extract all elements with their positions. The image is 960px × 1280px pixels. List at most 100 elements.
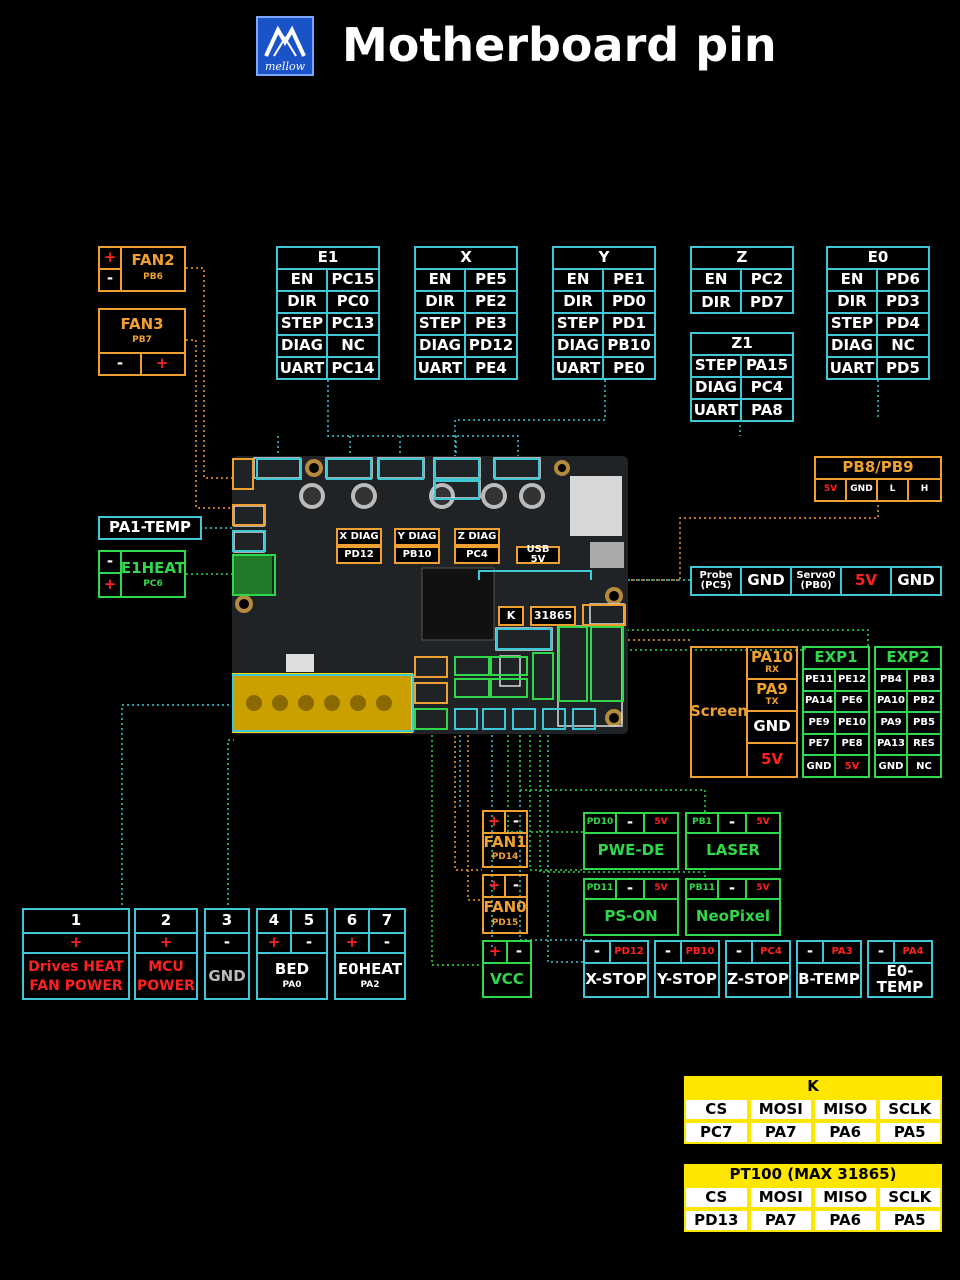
pson-5v: 5V: [645, 880, 677, 900]
pt_table-head: MOSI: [748, 1186, 813, 1209]
driver-pin-value: PD6: [878, 270, 928, 292]
fan1-label: FAN1: [483, 833, 527, 852]
servo-label: Servo0 (PB0): [792, 568, 842, 594]
k_table-val: PC7: [684, 1121, 749, 1144]
endstop-minus: -: [798, 942, 824, 964]
driver-pin-value: PA15: [742, 356, 792, 378]
servo-pin: (PB0): [800, 580, 832, 591]
driver-pin-name: STEP: [554, 314, 604, 336]
exp2-pin: GND: [876, 756, 908, 778]
endstop-label: Z-STOP: [727, 970, 789, 989]
mellow-logo: mellow: [256, 16, 314, 76]
pt_table-head: CS: [684, 1186, 749, 1209]
max-board-label: 31865: [530, 606, 576, 626]
power-num-6: 6: [336, 910, 370, 934]
power-num-2: 2: [136, 910, 196, 934]
diag-y-label: Y DIAG: [394, 528, 440, 546]
pson-label: PS-ON: [604, 907, 658, 926]
bed-label: BED: [274, 960, 310, 979]
pwe-label: PWE-DE: [597, 841, 665, 860]
fan0-pin: PD15: [491, 918, 519, 929]
e0heat-label: E0HEAT: [337, 960, 403, 979]
exp2-title: EXP2: [876, 648, 940, 670]
driver-pin-name: EN: [828, 270, 878, 292]
neopixel-pin: PB11: [687, 880, 719, 900]
k_table-val: PA5: [877, 1121, 942, 1144]
power-num-7: 7: [370, 910, 404, 934]
screen-tx: PA9 TX: [748, 680, 796, 712]
power-sign-1: +: [24, 934, 128, 954]
fan3-minus: -: [100, 352, 142, 374]
driver-pin-name: UART: [554, 358, 604, 380]
endstop-label: Y-STOP: [657, 970, 717, 989]
endstop-pin: PC4: [753, 942, 789, 964]
pa1-temp-label: PA1-TEMP: [98, 516, 202, 540]
laser-label: LASER: [706, 841, 760, 860]
screen-box: Screen PA10 RX PA9 TX GND 5V: [690, 646, 798, 778]
probe-gnd: GND: [742, 568, 792, 594]
driver-pin-value: PD4: [878, 314, 928, 336]
driver-pin-name: DIR: [692, 292, 742, 314]
driver-pin-name: EN: [416, 270, 466, 292]
driver-pin-name: EN: [278, 270, 328, 292]
driver-pin-name: DIAG: [828, 336, 878, 358]
driver-pin-value: PC15: [328, 270, 378, 292]
power-sign-6: +: [336, 934, 370, 954]
power-1-box: 1 + Drives HEAT FAN POWER: [22, 908, 130, 1000]
bed-box: 4 5 + - BED PA0: [256, 908, 328, 1000]
driver-pin-name: DIR: [554, 292, 604, 314]
pt_table-head: MISO: [813, 1186, 878, 1209]
exp1-pin: PE6: [836, 692, 868, 713]
usb-5v-label: USB 5V: [516, 544, 560, 565]
pb8pb9-gnd: GND: [847, 480, 878, 500]
power-sign-2: +: [136, 934, 196, 954]
e1heat-label: E1HEAT: [120, 559, 186, 578]
driver-e1-title: E1: [278, 248, 378, 270]
diag-y-pin: PB10: [394, 546, 440, 564]
pt_table-val: PD13: [684, 1209, 749, 1232]
driver-pin-name: UART: [692, 400, 742, 422]
power-3-box: 3 - GND: [204, 908, 250, 1000]
driver-pin-value: PC14: [331, 359, 375, 378]
driver-pin-value: NC: [878, 336, 928, 358]
neopixel-label: NeoPixel: [695, 907, 771, 926]
fan3-label: FAN3: [120, 315, 164, 334]
screen-rx: PA10 RX: [748, 648, 796, 680]
driver-pin-value: PE0: [613, 359, 645, 378]
fan3-box: FAN3 PB7 - +: [98, 308, 186, 376]
vcc-box: + - VCC: [482, 940, 532, 998]
endstop-pin: PA4: [895, 942, 931, 964]
e1heat-minus: -: [100, 552, 122, 574]
screen-label: Screen: [690, 648, 748, 776]
driver-pin-value: PB10: [604, 336, 654, 358]
driver-pin-name: DIR: [278, 292, 328, 314]
pb8pb9-5v: 5V: [816, 480, 847, 500]
pt_table-head: SCLK: [877, 1186, 942, 1209]
driver-pin-name: STEP: [278, 314, 328, 336]
fan2-box: + - FAN2 PB6: [98, 246, 186, 292]
pb8pb9-label: PB8/PB9: [816, 458, 940, 480]
driver-pin-value: PE1: [604, 270, 654, 292]
driver-pin-value: PE5: [466, 270, 516, 292]
fan1-minus: -: [506, 812, 526, 834]
power-sign-5: -: [292, 934, 326, 954]
driver-pin-name: UART: [278, 358, 328, 380]
vcc-label: VCC: [490, 970, 524, 989]
fan2-pin: PB6: [143, 272, 163, 283]
page-title: Motherboard pin: [342, 18, 777, 72]
pt_table-val: PA6: [813, 1209, 878, 1232]
k_table-head: MISO: [813, 1098, 878, 1121]
power-sign-7: -: [370, 934, 404, 954]
screen-5v: 5V: [760, 750, 784, 769]
fan0-minus: -: [506, 876, 526, 898]
driver-pin-name: DIAG: [692, 378, 742, 400]
